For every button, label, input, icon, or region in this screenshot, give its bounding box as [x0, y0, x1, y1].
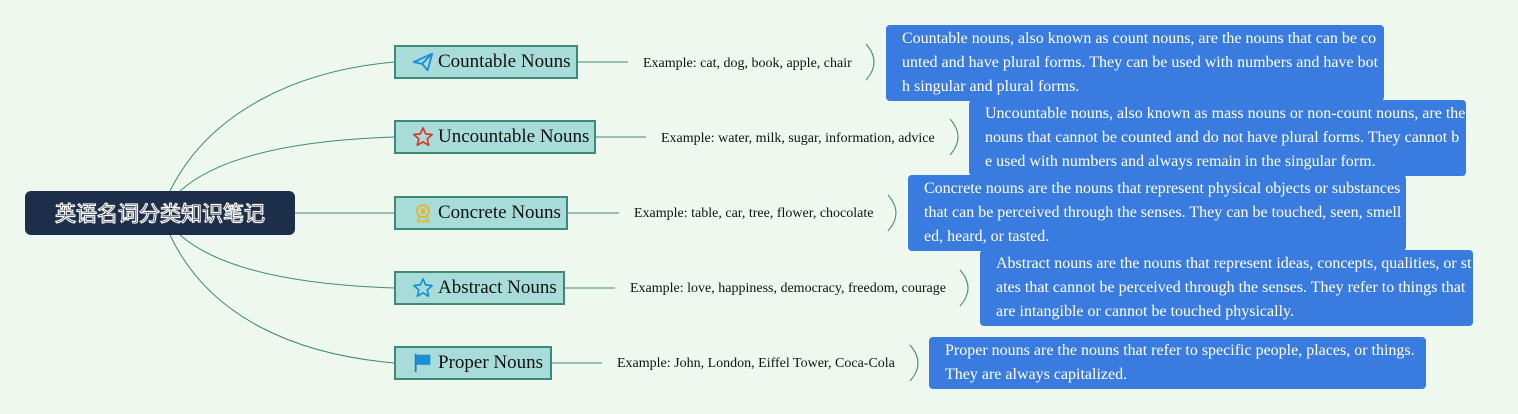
- bracket-concrete: [887, 194, 897, 232]
- example-uncountable: Example: water, milk, sugar, information…: [661, 131, 935, 146]
- example-proper: Example: John, London, Eiffel Tower, Coc…: [617, 356, 895, 371]
- example-countable: Example: cat, dog, book, apple, chair: [643, 56, 852, 71]
- topic-concrete-nouns[interactable]: Concrete Nouns: [394, 196, 568, 230]
- topic-countable-nouns[interactable]: Countable Nouns: [394, 45, 578, 79]
- connector-root-abstract: [179, 234, 396, 289]
- root-title: 英语名词分类知识笔记: [55, 202, 265, 226]
- topic-label: Concrete Nouns: [438, 202, 561, 223]
- description-concrete: Concrete nouns are the nouns that repres…: [908, 175, 1406, 251]
- flag-icon: [412, 352, 434, 374]
- star-outline-red-icon: [412, 126, 434, 148]
- bracket-countable: [865, 43, 875, 81]
- example-abstract: Example: love, happiness, democracy, fre…: [630, 281, 946, 296]
- description-uncountable: Uncountable nouns, also known as mass no…: [969, 100, 1466, 176]
- description-abstract: Abstract nouns are the nouns that repres…: [980, 250, 1473, 326]
- connector-root-countable: [169, 61, 396, 192]
- topic-label: Proper Nouns: [438, 352, 544, 373]
- topic-uncountable-nouns[interactable]: Uncountable Nouns: [394, 120, 596, 154]
- bracket-proper: [909, 344, 919, 382]
- description-countable: Countable nouns, also known as count nou…: [886, 25, 1384, 101]
- connector-root-proper: [169, 234, 396, 364]
- award-ribbon-icon: [412, 202, 434, 224]
- topic-abstract-nouns[interactable]: Abstract Nouns: [394, 271, 565, 305]
- connector-root-uncountable: [179, 136, 396, 192]
- star-outline-blue-icon: [412, 277, 434, 299]
- topic-label: Countable Nouns: [438, 51, 571, 72]
- topic-label: Abstract Nouns: [438, 277, 557, 298]
- description-proper: Proper nouns are the nouns that refer to…: [929, 337, 1426, 389]
- root-node[interactable]: 英语名词分类知识笔记: [25, 191, 295, 235]
- example-concrete: Example: table, car, tree, flower, choco…: [634, 206, 874, 221]
- topic-label: Uncountable Nouns: [438, 126, 590, 147]
- topic-proper-nouns[interactable]: Proper Nouns: [394, 346, 552, 380]
- bracket-abstract: [959, 269, 969, 307]
- bracket-uncountable: [949, 118, 959, 156]
- paper-plane-icon: [412, 51, 434, 73]
